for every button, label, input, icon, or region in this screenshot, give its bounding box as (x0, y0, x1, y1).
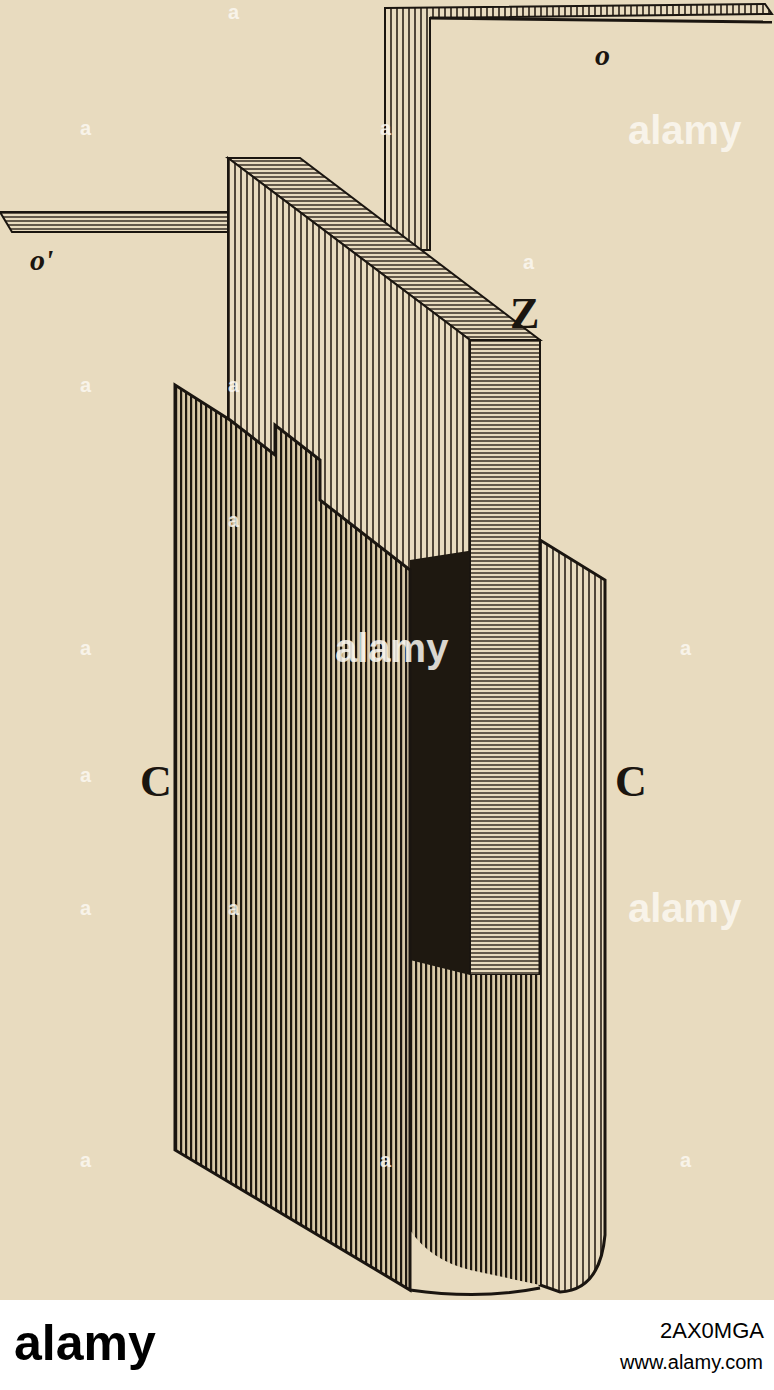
part-label: C (615, 760, 647, 804)
watermark-logo: alamy (14, 1318, 156, 1368)
watermark-url: www.alamy.com (620, 1352, 763, 1372)
watermark: a (680, 638, 691, 658)
part-label: Z (510, 292, 539, 336)
watermark: alamy (628, 888, 741, 928)
watermark: a (380, 1150, 391, 1170)
watermark: a (380, 118, 391, 138)
watermark: a (523, 252, 534, 272)
watermark: a (80, 638, 91, 658)
watermark: a (80, 1150, 91, 1170)
watermark: alamy (628, 110, 741, 150)
watermark: a (680, 1150, 691, 1170)
watermark: a (228, 898, 239, 918)
watermark: a (80, 898, 91, 918)
watermark: alamy (335, 628, 448, 668)
terminal-label: o (595, 40, 610, 70)
watermark: a (228, 375, 239, 395)
watermark: a (228, 2, 239, 22)
watermark: a (80, 765, 91, 785)
part-label: C (140, 760, 172, 804)
watermark: a (80, 118, 91, 138)
terminal-label: o' (30, 245, 53, 275)
image-id: 2AX0MGA (660, 1320, 764, 1342)
watermark: a (80, 375, 91, 395)
watermark: a (228, 510, 239, 530)
